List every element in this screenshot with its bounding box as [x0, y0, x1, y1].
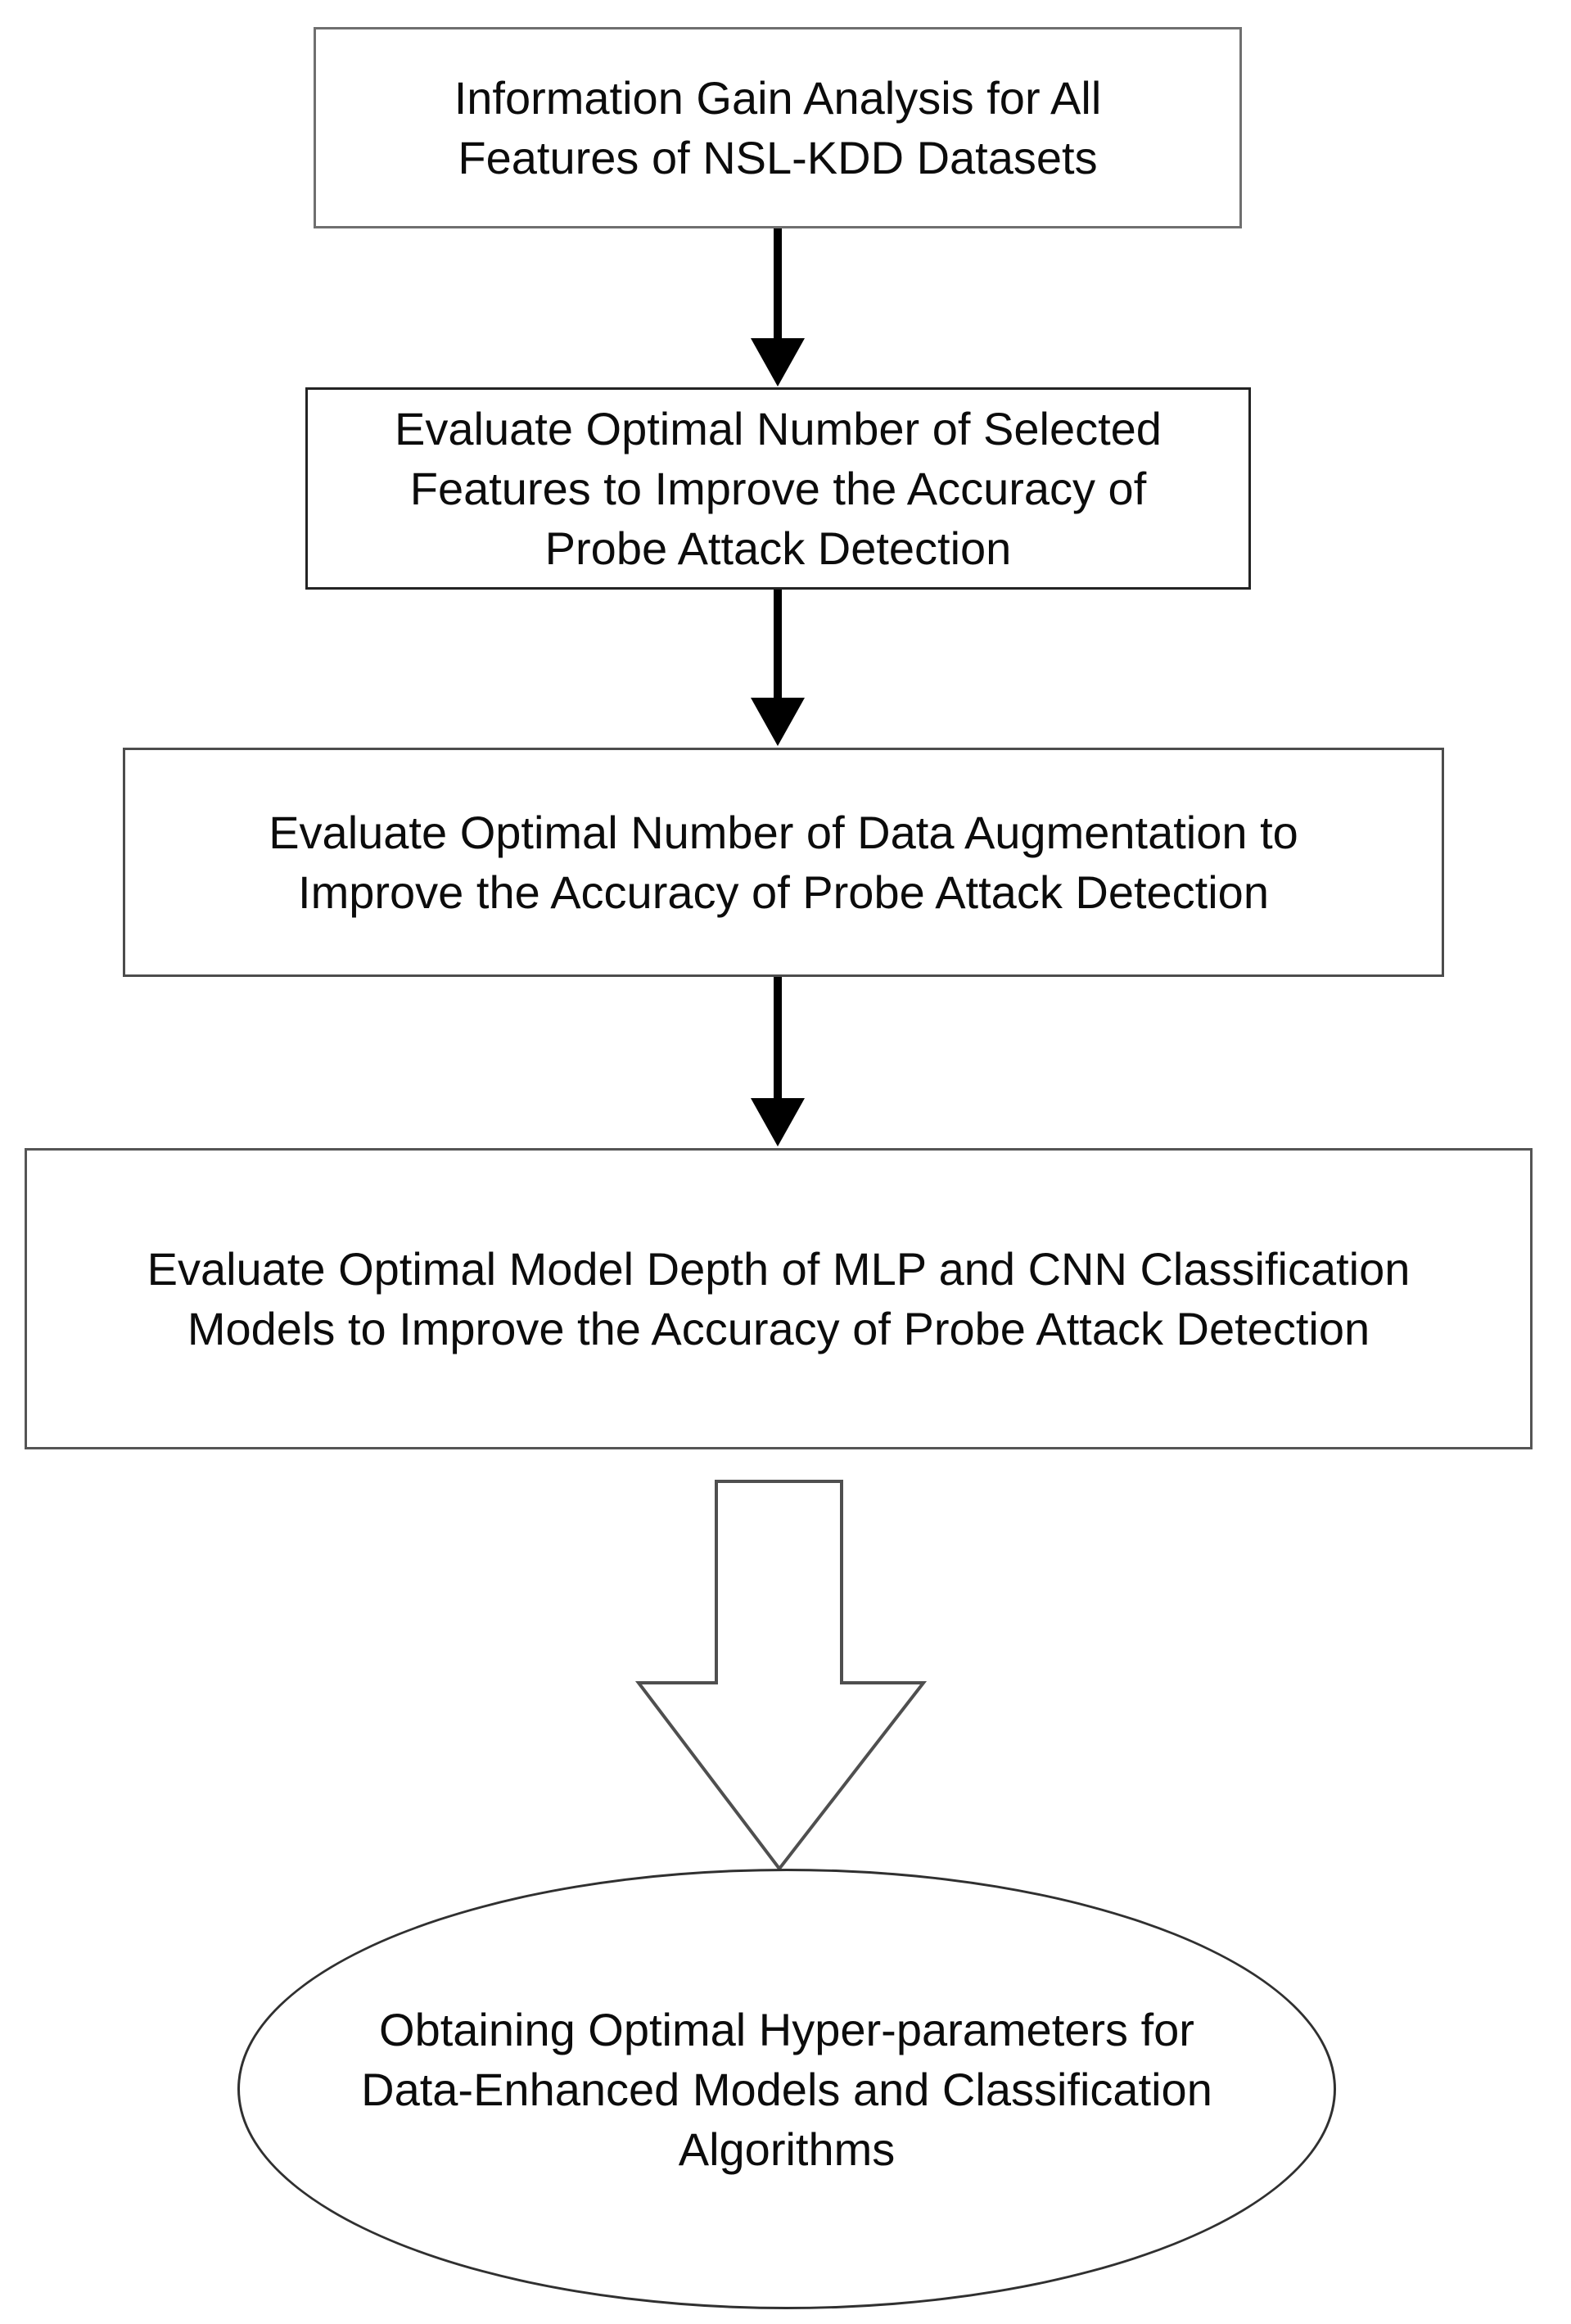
node-text-line: Improve the Accuracy of Probe Attack Det… [298, 866, 1269, 918]
node-text-line: Algorithms [678, 2123, 896, 2175]
node-optimal-hyperparameters: Obtaining Optimal Hyper-parameters for D… [237, 1869, 1336, 2309]
node-text-line: Evaluate Optimal Model Depth of MLP and … [147, 1243, 1411, 1295]
node-data-augmentation: Evaluate Optimal Number of Data Augmenta… [123, 748, 1444, 977]
node-text-line: Features to Improve the Accuracy of [409, 463, 1147, 514]
down-arrow-icon-2 [751, 589, 805, 746]
node-info-gain-analysis: Information Gain Analysis for All Featur… [314, 27, 1242, 228]
node-text-line: Probe Attack Detection [544, 522, 1012, 574]
node-text-line: Data-Enhanced Models and Classification [361, 2063, 1212, 2115]
node-text-line: Features of NSL-KDD Datasets [458, 132, 1098, 183]
block-arrow-down-icon [634, 1480, 928, 1872]
node-text-line: Evaluate Optimal Number of Selected [395, 403, 1162, 454]
down-arrow-icon-3 [751, 976, 805, 1146]
node-text-line: Obtaining Optimal Hyper-parameters for [379, 2003, 1194, 2055]
node-text-line: Information Gain Analysis for All [454, 72, 1102, 124]
node-text-line: Models to Improve the Accuracy of Probe … [187, 1303, 1370, 1354]
node-text-line: Evaluate Optimal Number of Data Augmenta… [269, 807, 1298, 858]
down-arrow-icon-1 [751, 228, 805, 387]
node-feature-selection: Evaluate Optimal Number of Selected Feat… [305, 387, 1251, 590]
node-model-depth: Evaluate Optimal Model Depth of MLP and … [25, 1148, 1533, 1449]
